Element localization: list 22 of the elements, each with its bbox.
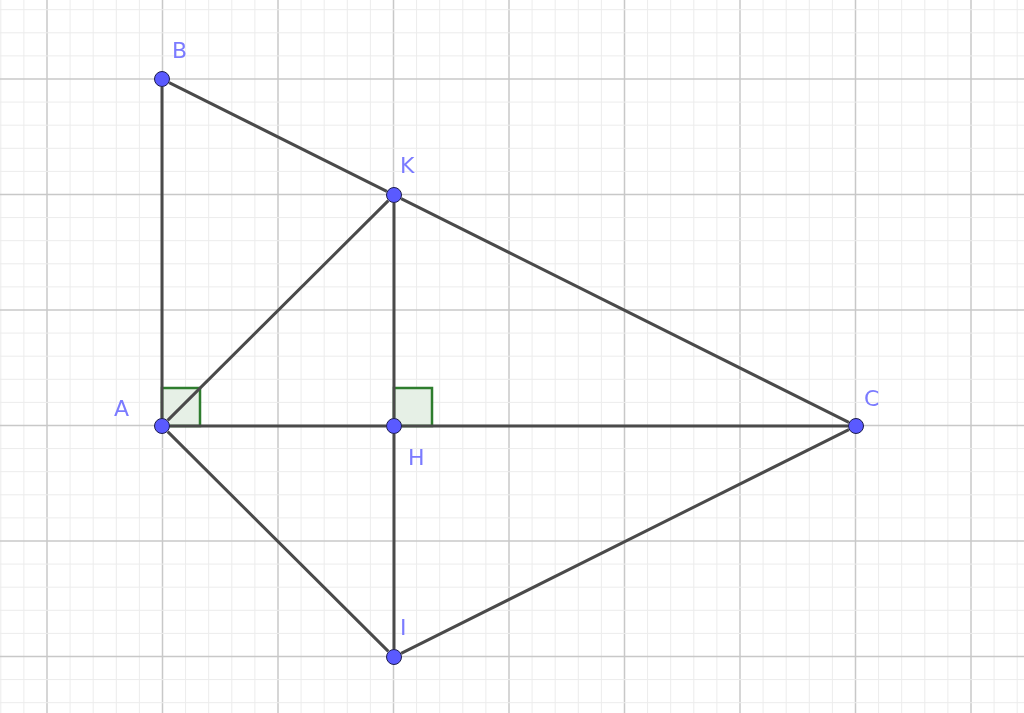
point-marker [386,649,402,665]
point-marker [386,187,402,203]
point-label: B [172,40,188,62]
line-segment [402,424,848,428]
line-segment [166,430,390,653]
point-label: A [114,398,130,420]
line-segment [400,428,850,655]
line-segment [392,434,396,649]
line-segment [166,199,390,422]
point-label: I [400,617,407,639]
line-segment [168,81,388,193]
point-marker [848,418,864,434]
line-segment [160,87,164,418]
line-segment [400,197,850,424]
line-segment [170,424,386,428]
point-label: C [864,388,880,410]
point-marker [154,418,170,434]
line-segment [392,203,396,418]
point-label: H [408,447,425,469]
point-marker [386,418,402,434]
point-label: K [400,155,415,177]
point-marker [154,71,170,87]
